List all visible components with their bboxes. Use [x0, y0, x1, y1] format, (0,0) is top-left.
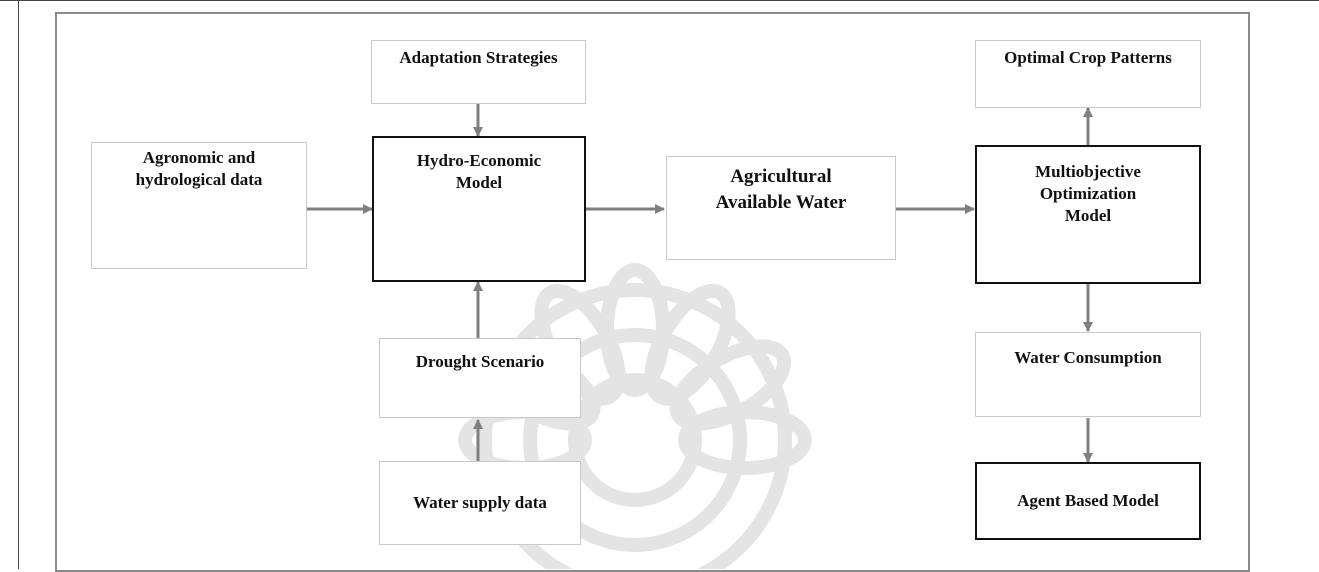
- water-consumption-box: Water Consumption: [975, 332, 1201, 417]
- agricultural-available-water-box: Agricultural Available Water: [666, 156, 896, 260]
- agent-based-model-label: Agent Based Model: [1017, 491, 1159, 510]
- water-supply-data-box: Water supply data: [379, 461, 581, 545]
- multiobjective-optimization-label: Multiobjective Optimization Model: [1035, 162, 1141, 225]
- optimal-crop-patterns-box: Optimal Crop Patterns: [975, 40, 1201, 108]
- page-top-rule: [0, 0, 1319, 1]
- water-supply-data-label: Water supply data: [413, 493, 547, 512]
- drought-scenario-label: Drought Scenario: [415, 352, 545, 371]
- page-left-rule: [18, 0, 19, 569]
- optimal-crop-patterns-label: Optimal Crop Patterns: [1004, 48, 1172, 67]
- agent-based-model-box: Agent Based Model: [975, 462, 1201, 540]
- adaptation-strategies-box: Adaptation Strategies: [371, 40, 586, 104]
- multiobjective-optimization-box: Multiobjective Optimization Model: [975, 145, 1201, 284]
- hydro-economic-model-label: Hydro-Economic Model: [416, 151, 542, 192]
- agricultural-available-water-label: Agricultural Available Water: [715, 166, 847, 213]
- adaptation-strategies-label: Adaptation Strategies: [399, 48, 558, 67]
- drought-scenario-box: Drought Scenario: [379, 338, 581, 418]
- agronomic-data-box: Agronomic and hydrological data: [91, 142, 307, 269]
- agronomic-data-label: Agronomic and hydrological data: [135, 148, 263, 189]
- hydro-economic-model-box: Hydro-Economic Model: [372, 136, 586, 282]
- water-consumption-label: Water Consumption: [1014, 348, 1162, 367]
